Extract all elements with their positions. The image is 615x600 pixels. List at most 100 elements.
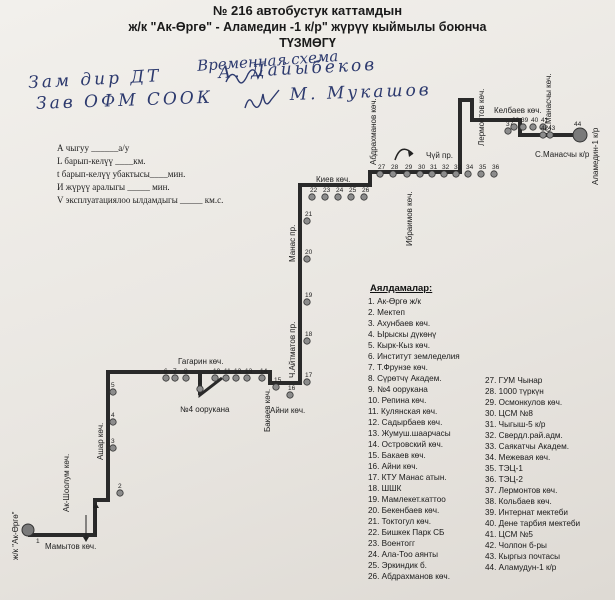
document-title: № 216 автобустук каттамдын: [212, 3, 403, 18]
legend-item: 1. Ак-Өргө ж/к: [368, 297, 421, 306]
stop-marker-23: [321, 193, 329, 201]
legend-item: 21. Токтогул көч.: [368, 517, 432, 526]
label-kiev-street: Киев көч.: [316, 175, 350, 184]
stop-marker-6: [162, 374, 170, 382]
stop-number-42: 42: [541, 125, 549, 132]
legend-item: 29. Осмонкулов көч.: [485, 398, 563, 407]
stop-number-5: 5: [111, 382, 115, 389]
stop-marker-14: [258, 374, 266, 382]
stop-number-27: 27: [378, 164, 386, 171]
stop-marker-21: [303, 217, 311, 225]
label-hospital-4: №4 ооруканa: [180, 405, 230, 414]
stop-number-11: 11: [224, 368, 231, 375]
legend-item: 8. Сүрөтчү Академ.: [368, 374, 442, 383]
param-time: t барып-келүү убактысы____мин.: [57, 169, 186, 179]
stop-marker-20: [303, 255, 311, 263]
legend-item: 42. Чолпон б-ры: [485, 541, 547, 550]
signature-2: [244, 89, 280, 109]
direction-arrowhead-down-icon: [83, 537, 89, 542]
stop-number-32: 32: [442, 164, 450, 171]
stop-marker-33: [452, 170, 460, 178]
label-manaschi-district: С.Манасчы к/р: [535, 150, 590, 159]
stop-marker-11: [222, 374, 230, 382]
label-manas-avenue: Манас пр.: [288, 225, 297, 262]
label-mamytov-street: Мамытов көч.: [45, 542, 96, 551]
legend-item: 39. Интернат мектеби: [485, 508, 568, 517]
stop-number-44: 44: [574, 121, 582, 128]
legend-item: 43. Кыргыз почтасы: [485, 552, 561, 561]
legend-item: 37. Лермонтов көч.: [485, 486, 558, 495]
stop-number-19: 19: [305, 292, 313, 299]
stop-number-30: 30: [418, 164, 426, 171]
legend-item: 32. Свердл.рай.адм.: [485, 431, 563, 440]
stop-number-2: 2: [118, 483, 122, 490]
stop-number-12: 12: [234, 368, 242, 375]
param-interval: И жүрүү аралыгы _____ мин.: [57, 182, 170, 192]
stop-marker-17: [303, 378, 311, 386]
stop-marker-40: [529, 123, 537, 131]
stop-number-13: 13: [245, 368, 253, 375]
stop-number-40: 40: [531, 117, 539, 124]
label-bakaev-street: Бакаев көч.: [263, 389, 272, 432]
legend-item: 34. Межевая көч.: [485, 453, 551, 462]
stop-number-39: 39: [521, 117, 529, 124]
stop-marker-29: [403, 170, 411, 178]
stop-marker-5: [109, 388, 117, 396]
legend-item: 33. Саякатчы Академ.: [485, 442, 569, 451]
stop-marker-18: [303, 337, 311, 345]
stop-marker-28: [389, 170, 397, 178]
legend-item: 18. ШШК: [368, 484, 402, 493]
stop-number-20: 20: [305, 249, 313, 256]
stop-number-4: 4: [111, 412, 115, 419]
direction-arrowhead-icon: [93, 503, 99, 508]
stop-number-6: 6: [164, 368, 168, 375]
legend-item: 26. Абдрахманов көч.: [368, 572, 450, 581]
stop-number-15: 15: [274, 377, 282, 384]
legend-item: 6. Институт земледелия: [368, 352, 460, 361]
stop-number-35: 35: [479, 164, 487, 171]
stop-marker-15: [272, 383, 280, 391]
stop-number-17: 17: [305, 372, 313, 379]
turn-arrow-icon: [394, 148, 414, 161]
stop-number-37: 37: [506, 121, 514, 128]
terminal-end-marker: [572, 127, 588, 143]
label-kelbaev-street: Келбаев көч.: [494, 106, 542, 115]
label-ibraimov-street: Ибраимов көч.: [405, 192, 414, 246]
stop-number-7: 7: [173, 368, 177, 375]
label-chui-avenue: Чүй пр.: [426, 151, 453, 160]
route-line: [28, 98, 560, 537]
stop-marker-3: [109, 444, 117, 452]
stop-marker-31: [428, 170, 436, 178]
stop-number-34: 34: [466, 164, 474, 171]
legend-item: 4. Ырыскы дүкөнү: [368, 330, 437, 339]
stop-marker-4: [109, 418, 117, 426]
stop-number-18: 18: [305, 331, 313, 338]
legend-item: 44. Аламудун-1 к/р: [485, 563, 557, 572]
legend-item: 12. Садырбаев көч.: [368, 418, 443, 427]
stop-marker-42: [539, 131, 547, 139]
label-abdrakhmanov-street: Абдрахманов көч.: [369, 98, 378, 165]
stop-number-22: 22: [310, 187, 318, 194]
legend-item: 35. ТЭЦ-1: [485, 464, 523, 473]
legend-item: 31. Чыгыш-5 к/р: [485, 420, 546, 429]
stop-number-31: 31: [430, 164, 438, 171]
legend-item: 23. Воентогг: [368, 539, 415, 548]
legend-item: 20. Бекенбаев көч.: [368, 506, 440, 515]
stop-number-3: 3: [111, 438, 115, 445]
legend-item: 15. Бакаев көч.: [368, 451, 426, 460]
label-aini-street: Айни көч.: [270, 406, 305, 415]
stop-marker-34: [464, 170, 472, 178]
stop-number-25: 25: [349, 187, 357, 194]
label-aitmatov-avenue: Ч.Айтматов пр.: [288, 322, 297, 378]
label-gagarin-street: Гагарин көч.: [178, 357, 223, 366]
legend-item: 13. Жумуш.шаарчасы: [368, 429, 451, 438]
stop-number-14: 14: [260, 368, 268, 375]
stop-marker-13: [243, 374, 251, 382]
param-speed: V эксплуатациялоо ылдамдыгы _____ км.с.: [57, 195, 224, 205]
stop-marker-26: [360, 193, 368, 201]
legend-item: 9. №4 ооруканa: [368, 385, 428, 394]
stop-number-23: 23: [323, 187, 331, 194]
